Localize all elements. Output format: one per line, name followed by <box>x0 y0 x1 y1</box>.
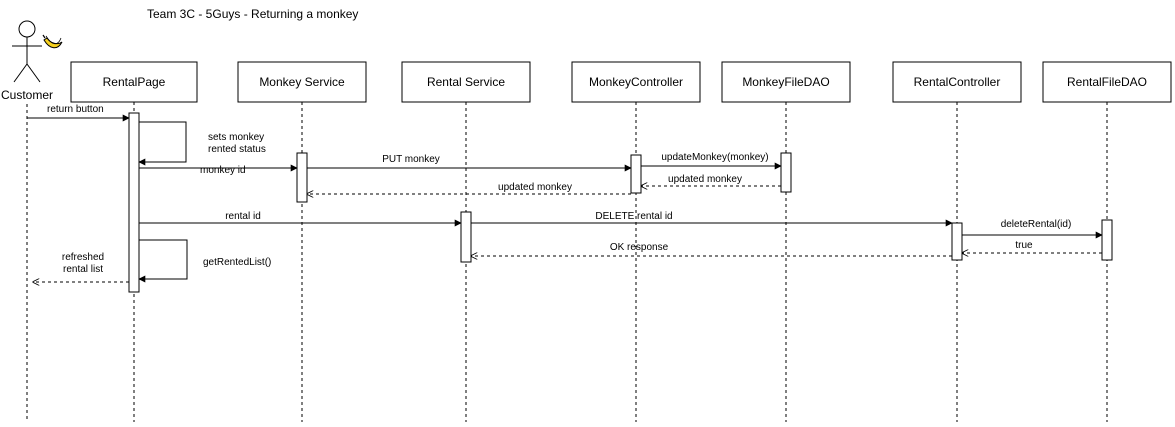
message-update-monkey: updateMonkey(monkey) <box>641 152 782 170</box>
message-label: rental id <box>225 211 261 222</box>
message-monkey-id: monkey id <box>139 164 298 176</box>
message-rental-id: rental id <box>139 211 462 227</box>
message-label: PUT monkey <box>382 154 440 165</box>
message-label-line2: rented status <box>208 144 266 155</box>
message-get-rented-list: getRentedList() <box>138 239 271 283</box>
participant-rental-service: Rental Service <box>401 61 531 103</box>
participant-label: Rental Service <box>427 75 505 89</box>
message-true: true <box>962 240 1102 253</box>
message-label: DELETE rental id <box>595 211 672 222</box>
message-updated-monkey-service: updated monkey <box>307 182 631 194</box>
activation-rentalpage <box>128 112 140 293</box>
message-ok-response: OK response <box>471 242 952 256</box>
participant-label: MonkeyController <box>589 75 683 89</box>
message-label: updateMonkey(monkey) <box>661 152 768 163</box>
participant-monkeycontroller: MonkeyController <box>571 61 701 103</box>
customer-actor: Customer <box>1 20 63 102</box>
participant-label: RentalController <box>914 75 1001 89</box>
message-label: getRentedList() <box>203 257 271 268</box>
message-label-line1: sets monkey <box>208 132 264 143</box>
participant-label: RentalPage <box>103 75 166 89</box>
message-refreshed-rental-list: refreshed rental list <box>33 252 129 282</box>
participant-rentalpage: RentalPage <box>70 61 198 103</box>
activation-rental-service <box>460 211 472 263</box>
message-label: monkey id <box>200 165 246 176</box>
participant-rentalfiledao: RentalFileDAO <box>1042 61 1172 103</box>
message-return-button: return button <box>27 104 130 122</box>
activation-monkeycontroller <box>630 154 642 194</box>
activation-monkeyfiledao <box>780 152 792 193</box>
participant-label: MonkeyFileDAO <box>742 75 829 89</box>
activation-rentalfiledao <box>1101 219 1113 261</box>
participant-monkeyfiledao: MonkeyFileDAO <box>721 61 851 103</box>
message-label-line2: rental list <box>63 264 103 275</box>
message-label-line1: refreshed <box>62 252 104 263</box>
message-label: OK response <box>610 242 669 253</box>
message-label: updated monkey <box>668 174 742 185</box>
message-updated-monkey-dao: updated monkey <box>641 174 781 186</box>
message-put-monkey: PUT monkey <box>307 154 632 172</box>
stick-figure-icon <box>12 20 42 83</box>
activation-rentalcontroller <box>951 222 963 261</box>
participant-rentalcontroller: RentalController <box>892 61 1022 103</box>
message-label: updated monkey <box>498 182 572 193</box>
activation-monkey-service <box>296 152 308 203</box>
message-label: deleteRental(id) <box>1001 219 1072 230</box>
message-label: return button <box>47 104 104 115</box>
message-delete-rental: deleteRental(id) <box>962 219 1103 239</box>
participant-monkey-service: Monkey Service <box>237 61 367 103</box>
diagram-title: Team 3C - 5Guys - Returning a monkey <box>147 7 358 21</box>
message-delete-rental-id: DELETE rental id <box>471 211 953 227</box>
participant-label: RentalFileDAO <box>1067 75 1147 89</box>
actor-label: Customer <box>1 88 53 102</box>
message-label: true <box>1015 240 1033 251</box>
message-sets-monkey-rented-status: sets monkey rented status <box>138 121 266 166</box>
banana-icon <box>42 34 63 49</box>
participant-label: Monkey Service <box>259 75 345 89</box>
